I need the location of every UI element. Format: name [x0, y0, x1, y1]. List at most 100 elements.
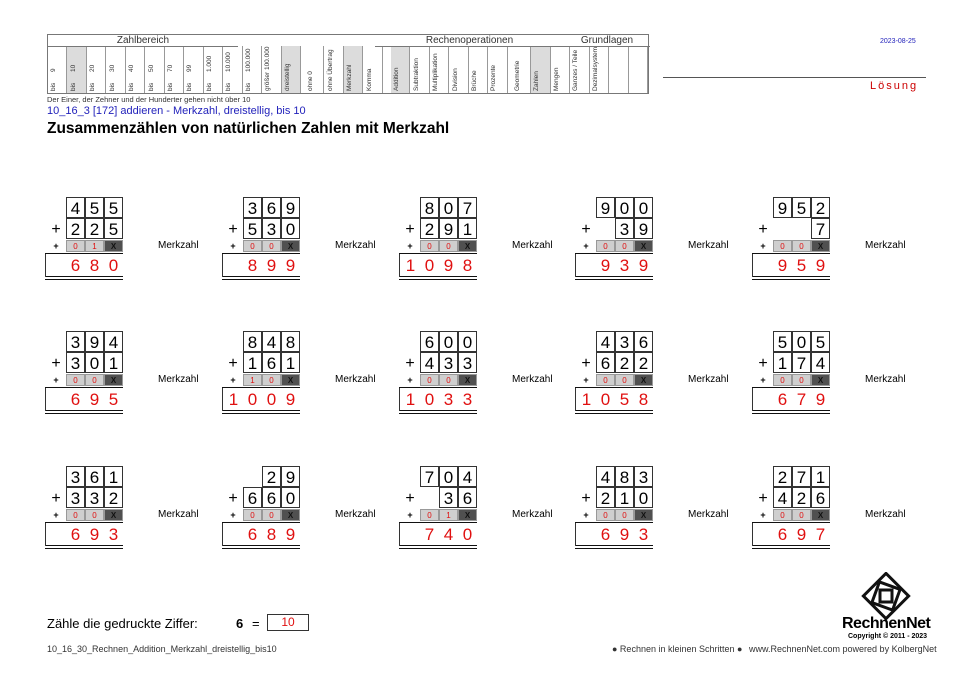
- merkzahl-label: Merkzahl: [158, 240, 199, 251]
- zahlbereich-col-6-value: 70: [167, 65, 181, 72]
- result-digit: 0: [600, 390, 611, 409]
- carry-digit: 0: [243, 509, 262, 521]
- answer-box-edge: [45, 523, 46, 546]
- addend-1-digit: 8: [615, 466, 634, 487]
- basics-col-4: Dezimalsystem: [590, 46, 610, 93]
- sum-line: [575, 522, 653, 523]
- basics-col-0-text: Geometrie: [514, 60, 521, 91]
- carry-blocked: X: [104, 509, 123, 521]
- carry-digit: 0: [262, 240, 281, 252]
- addend-2-digit: 5: [104, 218, 123, 239]
- zahlbereich-col-3-value: 30: [109, 65, 123, 72]
- merkzahl-label: Merkzahl: [335, 374, 376, 385]
- carry-plus-sign: +: [230, 375, 236, 385]
- answer-box-edge: [575, 523, 576, 546]
- addend-2-digit: 3: [66, 352, 85, 373]
- result-digit: 7: [424, 525, 435, 544]
- sum-double-line: [45, 279, 123, 280]
- carry-blocked: X: [634, 509, 653, 521]
- addend-2-digit: 6: [458, 487, 477, 508]
- zahlbereich-col-1-value-text: 10: [69, 64, 77, 72]
- operation-col-0: Addition: [390, 46, 411, 93]
- result-digit: 8: [638, 390, 649, 409]
- sum-double-line: [222, 276, 300, 277]
- result-digit: [401, 524, 420, 545]
- addend-2-digit: 3: [439, 487, 458, 508]
- addend-1-digit: 6: [85, 466, 104, 487]
- sum-double-line: [222, 545, 300, 546]
- addend-1-digit: 7: [792, 466, 811, 487]
- result-digit: 9: [619, 525, 630, 544]
- operation-col-5-text: Prozente: [490, 64, 498, 91]
- sum-line: [752, 387, 830, 388]
- result-digit: 9: [443, 256, 454, 275]
- addend-1-digit: 0: [439, 331, 458, 352]
- sum-line: [575, 387, 653, 388]
- sum-line: [399, 387, 477, 388]
- zahlbereich-col-3-label: bis: [109, 83, 124, 91]
- option-col-0: ohne 0: [305, 46, 325, 93]
- option-col-2-text: Merkzahl: [346, 64, 354, 91]
- sum-double-line: [752, 410, 830, 411]
- merkzahl-label: Merkzahl: [688, 374, 729, 385]
- carry-digit: 0: [615, 374, 634, 386]
- addend-2-digit: 2: [420, 218, 439, 239]
- addend-2-digit: 6: [262, 487, 281, 508]
- addend-2-digit: 0: [634, 487, 653, 508]
- merkzahl-label: Merkzahl: [158, 374, 199, 385]
- merkzahl-label: Merkzahl: [335, 509, 376, 520]
- operation-col-5: Prozente: [488, 46, 508, 93]
- plus-sign: +: [758, 355, 768, 372]
- carry-plus-sign: +: [53, 241, 59, 251]
- carry-plus-sign: +: [407, 241, 413, 251]
- zahlbereich-col-9-label: bis: [225, 83, 240, 91]
- zahlbereich-col-11: größer 100.000: [262, 46, 282, 93]
- copyright: Copyright © 2011 - 2023: [848, 633, 928, 640]
- carry-blocked: X: [281, 240, 300, 252]
- result-digit: 1: [228, 390, 239, 409]
- carry-digit: 0: [792, 240, 811, 252]
- addend-2-digit: [773, 218, 792, 239]
- option-col-3-text: Komma: [365, 68, 373, 91]
- carry-digit: 1: [243, 374, 262, 386]
- result-digit: 6: [70, 256, 81, 275]
- subnote: Der Einer, der Zehner und der Hunderter …: [47, 95, 251, 104]
- zahlbereich-col-6-text: bis: [166, 82, 174, 91]
- carry-plus-sign: +: [583, 375, 589, 385]
- addend-2-digit: 6: [243, 487, 262, 508]
- sum-double-line: [575, 410, 653, 411]
- result-digit: [577, 255, 596, 276]
- sum-double-line: [399, 279, 477, 280]
- addend-2-digit: 1: [243, 352, 262, 373]
- zahlbereich-col-2-label: bis: [89, 83, 104, 91]
- zahlbereich-col-9-text: bis: [225, 82, 233, 91]
- sum-double-line: [45, 548, 123, 549]
- plus-sign: +: [51, 355, 61, 372]
- zahlbereich-col-10-label: bis: [245, 83, 260, 91]
- addend-2-digit: 7: [811, 218, 830, 239]
- zahlbereich-col-6-label: bis: [167, 83, 182, 91]
- zahlbereich-col-7-label: bis: [186, 83, 201, 91]
- addend-2-digit: 4: [773, 487, 792, 508]
- result-digit: 8: [89, 256, 100, 275]
- addend-2-digit: 2: [792, 487, 811, 508]
- addend-2-digit: 0: [281, 487, 300, 508]
- option-col-1-text: ohne Übertrag: [326, 49, 334, 91]
- result-digit: 0: [108, 256, 119, 275]
- count-answer: 10: [267, 614, 309, 631]
- sum-double-line: [222, 279, 300, 280]
- basics-col-2: Mengen: [551, 46, 571, 93]
- operation-col-4-text: Brüche: [471, 70, 479, 91]
- option-col-1: ohne Übertrag: [324, 46, 344, 93]
- result-digit: 9: [89, 525, 100, 544]
- zahlbereich-col-1-text: bis: [69, 82, 77, 91]
- zahlbereich-col-7-value: 99: [186, 65, 200, 72]
- plus-sign: +: [228, 355, 238, 372]
- addend-1-digit: 0: [615, 197, 634, 218]
- logo-icon: [861, 572, 911, 621]
